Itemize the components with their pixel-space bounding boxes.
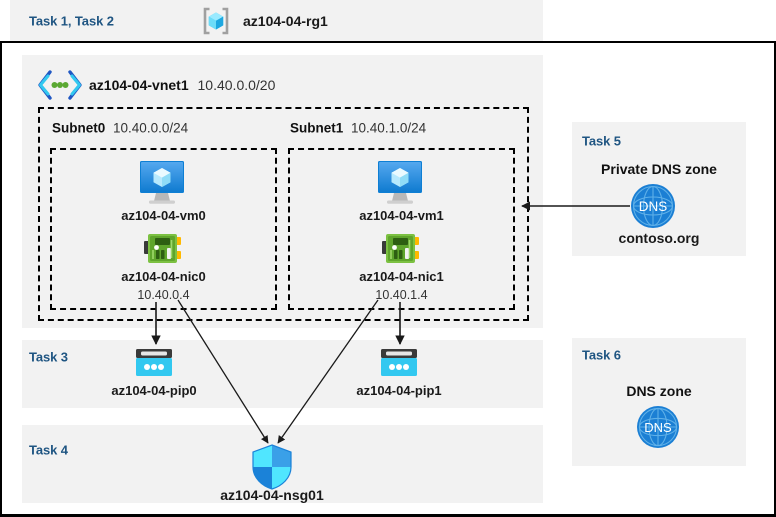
pip0-name: az104-04-pip0 xyxy=(111,383,197,398)
vnet-cidr: 10.40.0.0/20 xyxy=(197,77,276,93)
network-interface-icon xyxy=(144,232,182,266)
virtual-machine-icon xyxy=(136,159,188,205)
resource-group-name: az104-04-rg1 xyxy=(243,13,328,29)
dns-globe-icon: DNS xyxy=(630,183,676,229)
vm0-name: az104-04-vm0 xyxy=(121,208,206,223)
nsg-name: az104-04-nsg01 xyxy=(220,487,324,503)
dns-zone-title: DNS zone xyxy=(626,383,692,399)
svg-text:DNS: DNS xyxy=(644,420,672,435)
subnet1-label: Subnet1 xyxy=(290,120,344,136)
diagram-outer-frame xyxy=(0,41,776,517)
svg-text:DNS: DNS xyxy=(639,199,668,214)
subnet1-cidr: 10.40.1.0/24 xyxy=(351,120,427,136)
task-label-5: Task 5 xyxy=(582,133,621,149)
public-ip-address-icon xyxy=(135,348,173,378)
task-label-3: Task 3 xyxy=(29,349,68,365)
nic0-ip: 10.40.0.4 xyxy=(137,288,190,302)
vnet-name: az104-04-vnet1 xyxy=(89,77,189,93)
vnet-panel xyxy=(22,55,543,328)
public-ip-address-icon xyxy=(380,348,418,378)
vm1-name: az104-04-vm1 xyxy=(359,208,444,223)
network-interface-icon xyxy=(382,232,420,266)
vnet-header: az104-04-vnet1 10.40.0.0/20 xyxy=(89,77,275,93)
dns-globe-icon: DNS xyxy=(636,405,680,449)
subnet0-cidr: 10.40.0.0/24 xyxy=(113,120,189,136)
subnet0-header: Subnet0 10.40.0.0/24 xyxy=(52,121,188,136)
task-label-4: Task 4 xyxy=(29,442,68,458)
pip1-name: az104-04-pip1 xyxy=(356,383,442,398)
private-dns-zone-title: Private DNS zone xyxy=(601,161,717,177)
virtual-network-icon xyxy=(36,69,84,101)
nic1-name: az104-04-nic1 xyxy=(359,269,444,284)
subnet1-box xyxy=(288,148,515,310)
subnet1-header: Subnet1 10.40.1.0/24 xyxy=(290,121,426,136)
nic0-name: az104-04-nic0 xyxy=(121,269,206,284)
resource-group-band xyxy=(10,0,543,41)
network-security-group-shield-icon xyxy=(250,444,294,490)
private-dns-zone-name: contoso.org xyxy=(618,230,700,246)
subnet0-box xyxy=(50,148,277,310)
virtual-machine-icon xyxy=(374,159,426,205)
resource-group-icon xyxy=(201,6,231,36)
subnet0-label: Subnet0 xyxy=(52,120,106,136)
task-label-6: Task 6 xyxy=(582,347,621,363)
task-label-1-2: Task 1, Task 2 xyxy=(29,13,114,29)
nic1-ip: 10.40.1.4 xyxy=(375,288,428,302)
